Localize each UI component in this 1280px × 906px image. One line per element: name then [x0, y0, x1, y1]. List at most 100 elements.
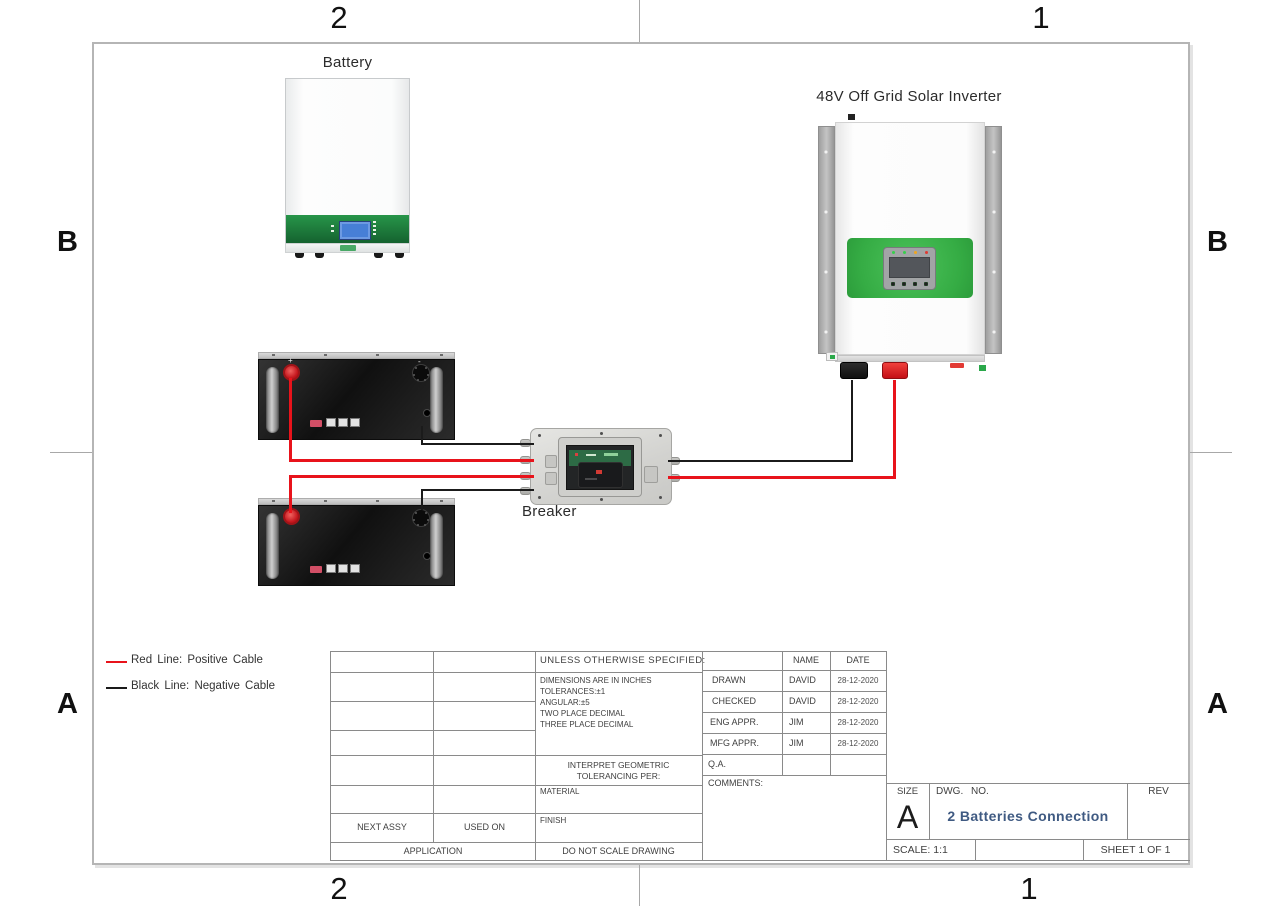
rack1-handle-right — [430, 367, 443, 433]
legend-red-line-label: Red Line: Positive Cable — [131, 654, 263, 666]
used-on-label: USED ON — [463, 822, 505, 832]
breaker-switch — [578, 462, 623, 488]
zone-label-right-B: B — [1207, 226, 1228, 258]
breaker-label: Breaker — [522, 503, 577, 520]
rev-label: REV — [1148, 786, 1169, 797]
wall-battery-indicator — [331, 225, 334, 227]
tolerance-line: TWO PLACE DECIMAL — [540, 709, 625, 718]
wall-battery-indicator — [373, 221, 376, 223]
rack2-comm-port — [326, 564, 336, 573]
material-label: MATERIAL — [540, 787, 580, 796]
wall-battery-foot — [315, 253, 324, 258]
dwg-no-label: DWG. NO. — [936, 786, 989, 797]
zone-label-bottom-1: 1 — [1020, 871, 1038, 906]
rack1-top-rail — [258, 352, 455, 359]
rack2-button — [423, 552, 431, 560]
rack1-comm-port — [350, 418, 360, 427]
size-value: A — [896, 799, 919, 835]
wire-positive-bat2-up — [289, 475, 292, 513]
inverter-bottom-red-mark — [950, 363, 964, 368]
wire-positive-bat2-to-breaker — [289, 475, 534, 478]
date-header: DATE — [846, 655, 870, 665]
zone-label-left-A: A — [57, 688, 78, 720]
inverter-bottom-strip — [835, 355, 985, 362]
wall-battery-display — [339, 221, 371, 240]
approval-name: JIM — [789, 717, 804, 727]
rack1-comm-port — [326, 418, 336, 427]
approval-name: DAVID — [789, 675, 816, 685]
battery-label: Battery — [322, 54, 373, 71]
approval-role: DRAWN — [712, 675, 746, 685]
wire-negative-breaker-to-inverter — [668, 460, 853, 462]
approval-date: 28-12-2020 — [837, 718, 879, 727]
rack1-button — [423, 409, 431, 417]
rack2-top-rail — [258, 498, 455, 505]
zone-label-left-B: B — [57, 226, 78, 258]
size-label: SIZE — [896, 786, 919, 797]
wire-negative-bat2-up — [421, 489, 423, 510]
comments-label: COMMENTS: — [708, 778, 763, 788]
dwg-no-value: 2 Batteries Connection — [947, 808, 1109, 824]
rack1-comm-port — [338, 418, 348, 427]
next-assy-label: NEXT ASSY — [357, 822, 407, 832]
inverter-hanger-mark — [848, 114, 855, 120]
approval-name: DAVID — [789, 696, 816, 706]
tolerance-line: TOLERANCES:±1 — [540, 687, 606, 696]
wire-positive-inverter-up — [893, 380, 896, 479]
wall-battery-logo — [340, 245, 356, 251]
wire-negative-inverter-up — [851, 380, 853, 461]
name-header: NAME — [792, 655, 819, 665]
approval-role: CHECKED — [712, 696, 757, 706]
wall-battery-foot — [295, 253, 304, 258]
tolerance-line: ANGULAR:±5 — [540, 698, 590, 707]
legend-red-line-swatch — [106, 661, 127, 663]
rack1-power-port — [310, 420, 322, 427]
wire-positive-bat1-down — [289, 378, 292, 461]
sheet-border — [92, 42, 1190, 865]
approval-role: Q.A. — [708, 759, 727, 769]
zone-label-top-2: 2 — [330, 0, 348, 35]
wall-battery-foot — [395, 253, 404, 258]
rack2-comm-port — [350, 564, 360, 573]
application-label: APPLICATION — [403, 846, 463, 856]
rack1-minus-mark: - — [418, 357, 421, 366]
inverter-bracket-right — [985, 126, 1002, 354]
wire-positive-bat1-to-breaker — [289, 459, 534, 462]
approval-date: 28-12-2020 — [837, 739, 879, 748]
zone-tick-left — [50, 452, 92, 453]
wall-battery-foot — [374, 253, 383, 258]
wire-negative-bat1-down — [421, 426, 423, 445]
zone-label-right-A: A — [1207, 688, 1228, 720]
do-not-scale: DO NOT SCALE DRAWING — [562, 846, 675, 856]
inverter-bracket-left — [818, 126, 835, 354]
rack1-handle-left — [266, 367, 279, 433]
wire-negative-bat1-to-breaker — [421, 443, 534, 445]
tolerance-line: THREE PLACE DECIMAL — [540, 720, 634, 729]
legend-black-line-label: Black Line: Negative Cable — [131, 680, 276, 692]
zone-label-top-1: 1 — [1032, 0, 1050, 35]
unless-otherwise-specified: UNLESS OTHERWISE SPECIFIED: — [540, 655, 706, 666]
approval-name: JIM — [789, 738, 804, 748]
rack2-handle-right — [430, 513, 443, 579]
wall-battery-indicator — [373, 225, 376, 227]
zone-label-bottom-2: 2 — [330, 871, 348, 906]
interpret-geometric: INTERPRET GEOMETRIC TOLERANCING PER: — [567, 760, 670, 781]
approval-date: 28-12-2020 — [837, 697, 879, 706]
zone-tick-top — [639, 0, 640, 42]
rack2-comm-port — [338, 564, 348, 573]
zone-tick-bottom — [639, 865, 640, 906]
scale-value: SCALE: 1:1 — [893, 844, 948, 856]
wire-negative-bat2-to-breaker — [421, 489, 534, 491]
inverter-bottom-green-mark — [979, 365, 986, 371]
wall-battery-indicator — [373, 229, 376, 231]
approval-date: 28-12-2020 — [837, 676, 879, 685]
inverter-negative-terminal — [840, 362, 868, 379]
inverter-display — [889, 257, 930, 278]
wire-positive-breaker-to-inverter — [668, 476, 896, 479]
rack2-handle-left — [266, 513, 279, 579]
approval-role: MFG APPR. — [710, 738, 760, 748]
inverter-label: 48V Off Grid Solar Inverter — [816, 88, 1002, 105]
legend-black-line-swatch — [106, 687, 127, 689]
sheet-value: SHEET 1 OF 1 — [1100, 844, 1171, 856]
